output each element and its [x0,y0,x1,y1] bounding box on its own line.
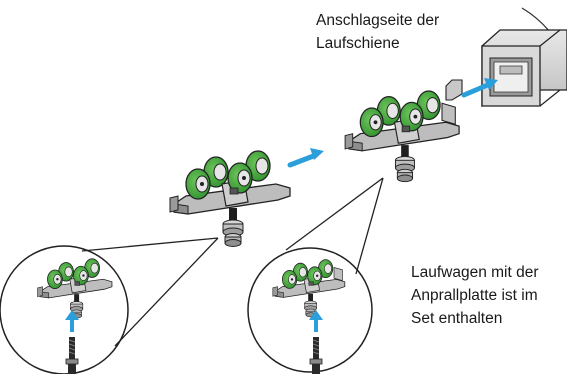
arrow-icon [461,78,498,98]
detail-circle-left [0,237,219,375]
arrow-icon [287,148,324,168]
rail-profile-icon [481,29,567,108]
carriage-note-line: Set enthalten [411,310,503,327]
arrow-icon [309,310,323,332]
rail-end-label-line: Laufschiene [316,35,400,52]
detail-circle-right [247,177,384,375]
carriage-note-line: Laufwagen mit der [411,264,539,281]
rail-end-label: Anschlagseite der Laufschiene [316,9,439,55]
carriage-note-label: Laufwagen mit der Anprallplatte ist im S… [411,261,539,330]
roller-carriage-icon [272,259,346,318]
roller-carriage-icon [169,150,291,248]
roller-carriage-icon [344,90,460,183]
rail-detail [445,7,567,108]
rail-end-label-line: Anschlagseite der [316,12,440,29]
arrow-icon [65,310,79,332]
carriage-note-line: Anprallplatte ist im [411,287,538,304]
